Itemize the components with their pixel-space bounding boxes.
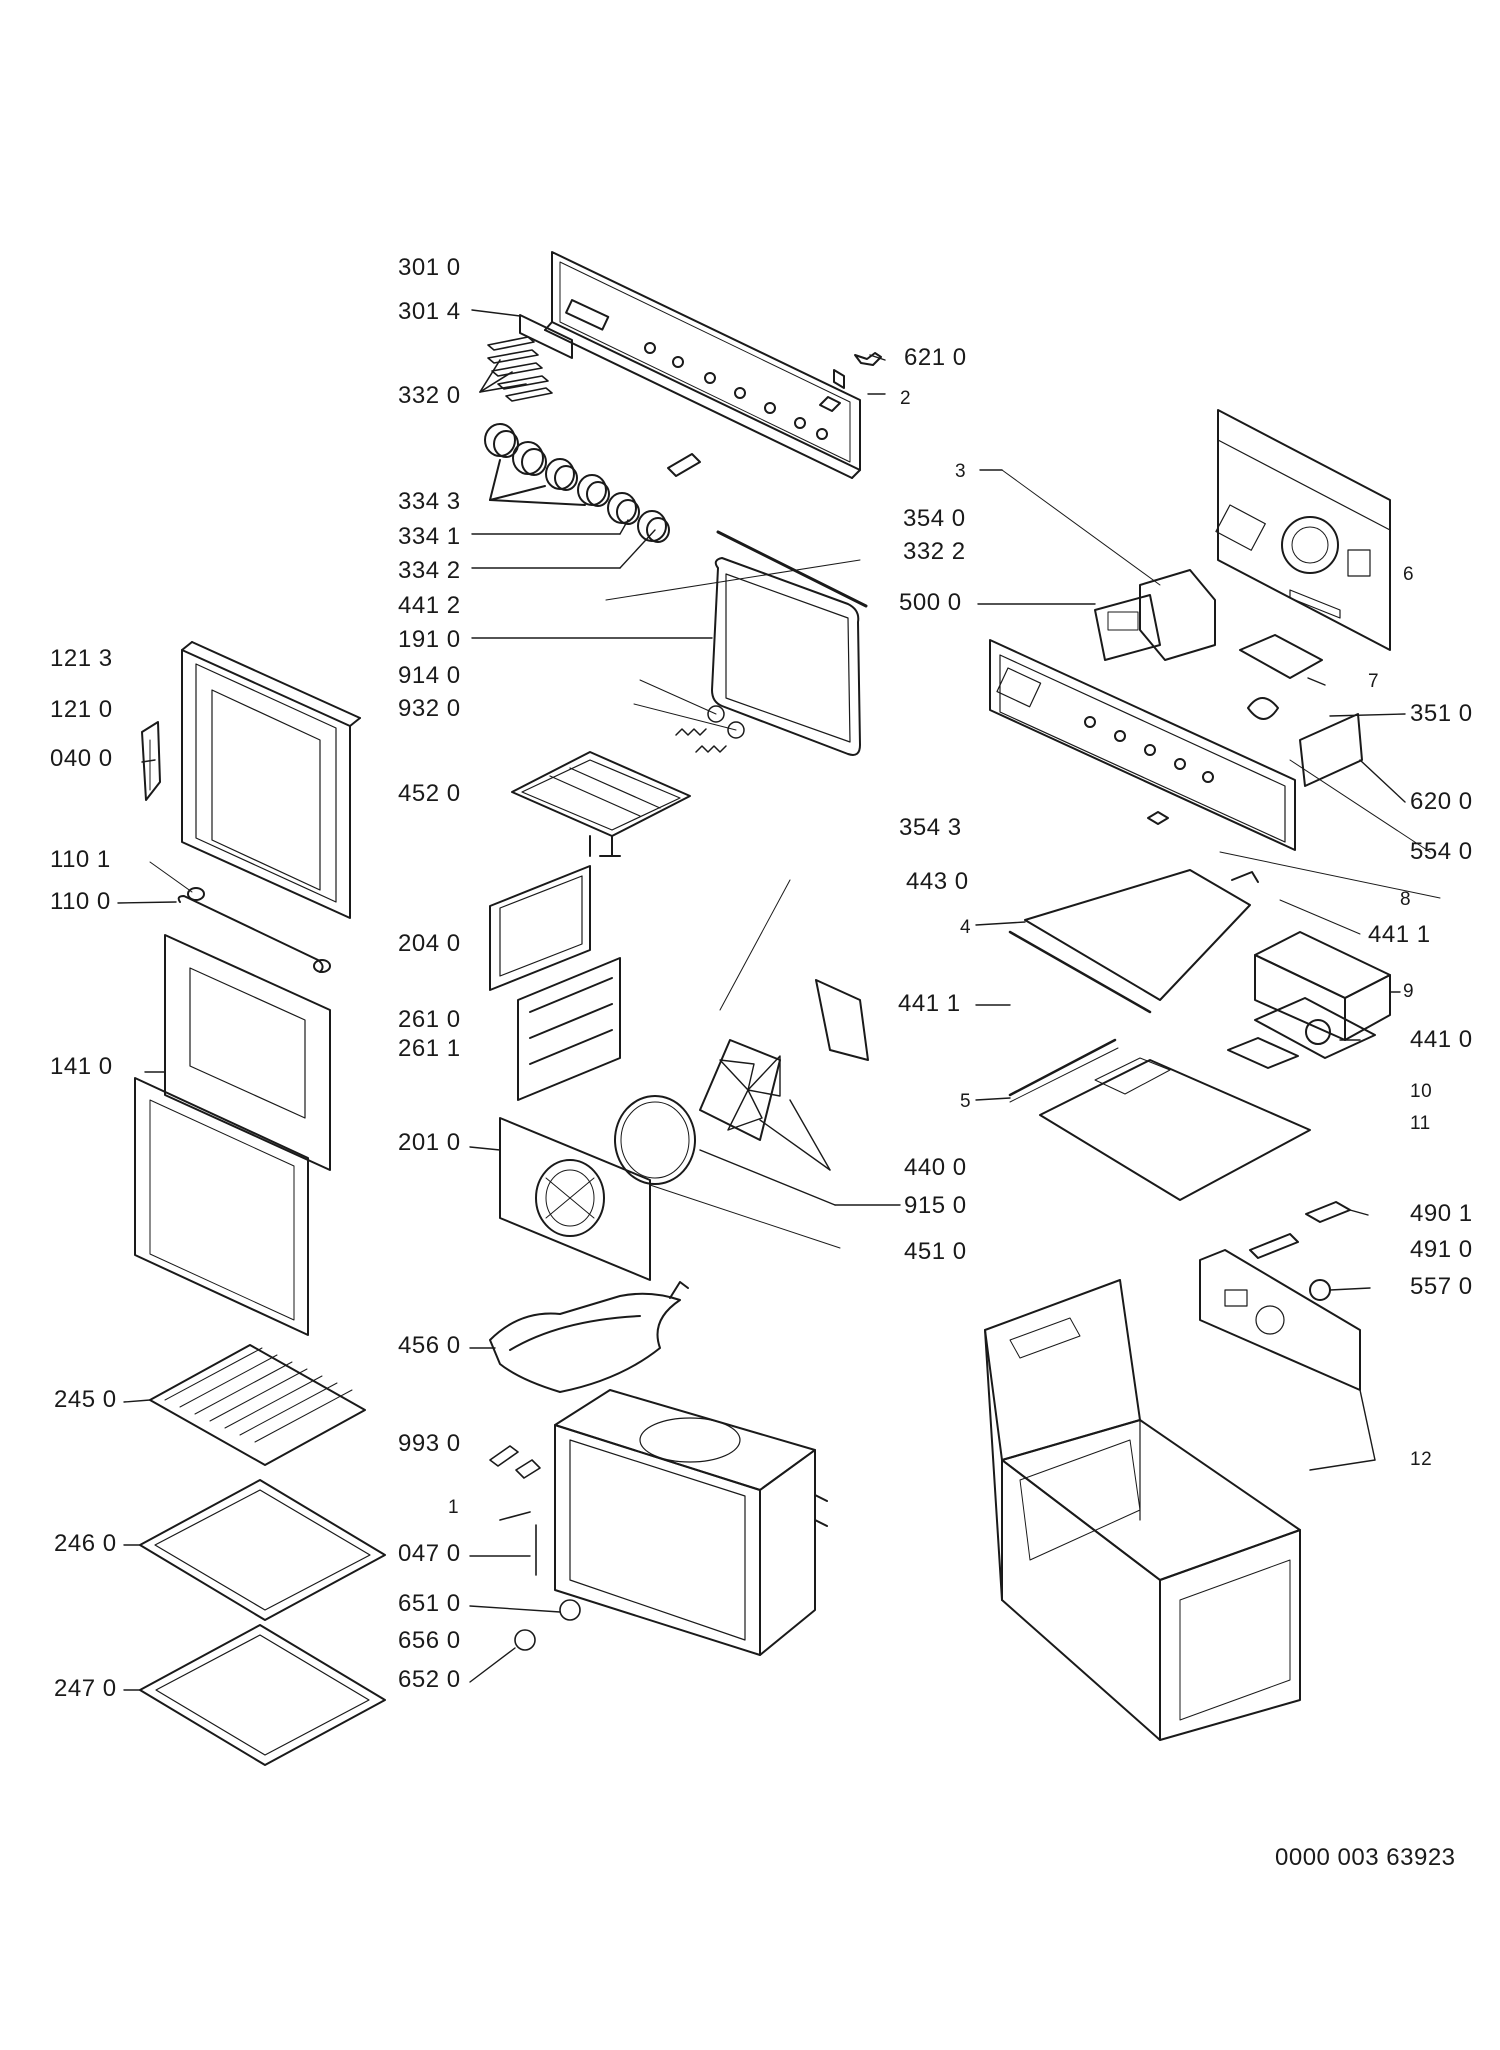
part-label-6520: 652 0	[398, 1666, 461, 1693]
hinge-part	[141, 721, 161, 801]
back-panel-part	[1215, 409, 1391, 651]
part-label-4910: 491 0	[1410, 1236, 1473, 1263]
part-label-5: 5	[960, 1091, 972, 1112]
drip-tray-part	[139, 1624, 386, 1766]
part-label-4560: 456 0	[398, 1332, 461, 1359]
small-board-part	[1239, 634, 1363, 787]
seal-part	[711, 530, 868, 756]
part-label-3010: 301 0	[398, 254, 461, 281]
fan-housing-part	[1254, 931, 1391, 1059]
part-label-6560: 656 0	[398, 1627, 461, 1654]
part-label-1: 1	[448, 1497, 460, 1518]
part-label-9320: 932 0	[398, 695, 461, 722]
part-label-4412: 441 2	[398, 592, 461, 619]
part-label-0400: 040 0	[50, 745, 113, 772]
part-label-3341: 334 1	[398, 523, 461, 550]
part-label-3510: 351 0	[1410, 700, 1473, 727]
part-label-1910: 191 0	[398, 626, 461, 653]
base-plate-part	[1008, 1037, 1311, 1201]
leader-lines	[117, 309, 1441, 1691]
top-plate-part	[1008, 869, 1259, 1014]
small-parts	[489, 1445, 581, 1651]
part-label-1101: 110 1	[50, 846, 111, 873]
rear-connector-panel-part	[1199, 1249, 1361, 1391]
part-label-4901: 490 1	[1410, 1200, 1473, 1227]
part-label-9150: 915 0	[904, 1192, 967, 1219]
part-label-5570: 557 0	[1410, 1273, 1473, 1300]
baking-tray-part	[139, 1479, 386, 1621]
part-label-1410: 141 0	[50, 1053, 113, 1080]
bracket-part	[519, 314, 573, 359]
part-label-9140: 914 0	[398, 662, 461, 689]
part-label-4410: 441 0	[1410, 1026, 1473, 1053]
part-label-7: 7	[1368, 671, 1380, 692]
fan-heater-part	[614, 879, 869, 1185]
wire-rack-part	[149, 1344, 366, 1466]
part-label-9: 9	[1403, 981, 1415, 1002]
shelf-runner-part	[517, 957, 621, 1101]
part-label-6210: 621 0	[904, 344, 967, 371]
part-label-6: 6	[1403, 564, 1415, 585]
electronic-module-part	[1094, 569, 1216, 661]
part-label-2610: 261 0	[398, 1006, 461, 1033]
part-label-2611: 261 1	[398, 1035, 461, 1062]
side-support-part	[489, 865, 591, 991]
switch-parts	[479, 336, 553, 402]
knob-parts	[484, 423, 701, 543]
front-frame-part	[989, 639, 1296, 851]
part-label-1210: 121 0	[50, 696, 113, 723]
part-label-3543: 354 3	[899, 814, 962, 841]
terminal-parts	[1249, 1201, 1351, 1301]
part-label-2460: 246 0	[54, 1530, 117, 1557]
part-label-6510: 651 0	[398, 1590, 461, 1617]
outer-casing-part	[984, 1279, 1301, 1741]
part-label-2450: 245 0	[54, 1386, 117, 1413]
part-label-2470: 247 0	[54, 1675, 117, 1702]
part-label-5000: 500 0	[899, 589, 962, 616]
door-handle-part	[149, 861, 331, 973]
part-label-3342: 334 2	[398, 557, 461, 584]
spring-parts	[675, 705, 745, 753]
part-label-1100: 110 0	[50, 888, 111, 915]
part-label-2040: 204 0	[398, 930, 461, 957]
part-label-3320: 332 0	[398, 382, 461, 409]
part-label-2: 2	[900, 388, 912, 409]
part-label-2010: 201 0	[398, 1129, 461, 1156]
part-label-4510: 451 0	[904, 1238, 967, 1265]
lower-element-part	[489, 1281, 689, 1393]
part-label-12: 12	[1410, 1449, 1433, 1470]
part-label-11: 11	[1410, 1113, 1431, 1134]
part-label-9930: 993 0	[398, 1430, 461, 1457]
part-label-1213: 121 3	[50, 645, 113, 672]
part-label-3322: 332 2	[903, 538, 966, 565]
oven-cavity-part	[554, 1389, 828, 1656]
part-label-3: 3	[955, 461, 967, 482]
door-inner-frame-part	[181, 641, 361, 919]
fan-cover-part	[499, 1117, 651, 1281]
part-label-3540: 354 0	[903, 505, 966, 532]
part-label-4411-left: 441 1	[898, 990, 961, 1017]
part-label-3014: 301 4	[398, 298, 461, 325]
part-label-6200: 620 0	[1410, 788, 1473, 815]
control-panel-part	[544, 251, 882, 479]
part-label-5540: 554 0	[1410, 838, 1473, 865]
document-id: 0000 003 63923	[1275, 1844, 1456, 1871]
part-label-4411-right: 441 1	[1368, 921, 1431, 948]
grill-element-part	[511, 751, 691, 857]
part-label-8: 8	[1400, 889, 1412, 910]
part-label-3343: 334 3	[398, 488, 461, 515]
part-label-4430: 443 0	[906, 868, 969, 895]
part-label-0470: 047 0	[398, 1540, 461, 1567]
part-label-10: 10	[1410, 1081, 1433, 1102]
part-label-4400: 440 0	[904, 1154, 967, 1181]
part-label-4: 4	[960, 917, 972, 938]
door-outer-glass-part	[134, 934, 331, 1336]
part-label-4520: 452 0	[398, 780, 461, 807]
